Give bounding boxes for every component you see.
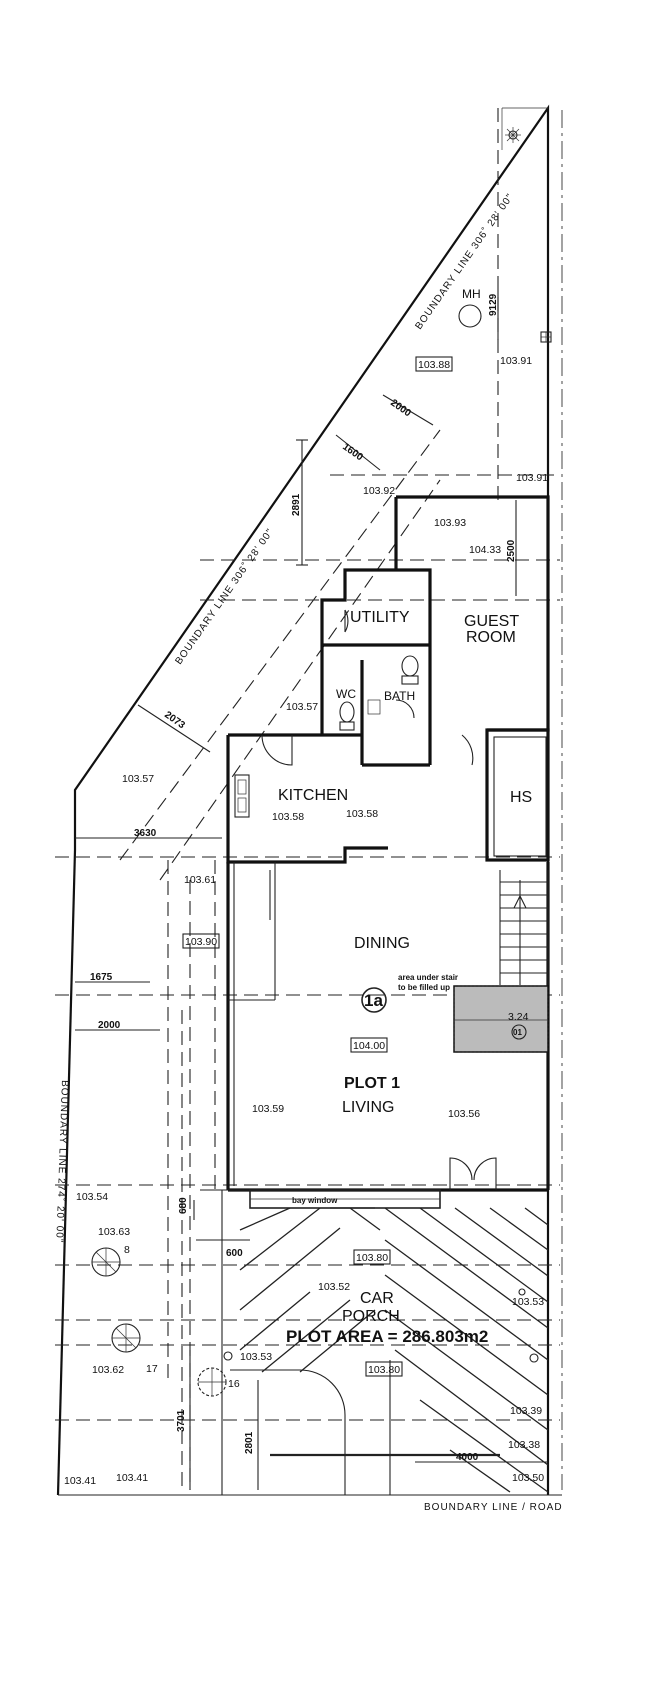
tree-mark: 17 xyxy=(146,1363,158,1375)
hs-label: HS xyxy=(510,789,532,806)
spot-level: 103.93 xyxy=(434,517,466,529)
stair-note-line1: area under stair xyxy=(398,973,458,982)
car-porch-hatching xyxy=(239,1207,549,1493)
spot-level: 103.63 xyxy=(98,1226,130,1238)
tree-icon xyxy=(197,1367,227,1397)
setback-lines xyxy=(55,108,560,1490)
spot-level: 103.58 xyxy=(272,811,304,823)
trees xyxy=(91,1247,539,1397)
kitchen-label: KITCHEN xyxy=(278,787,348,804)
tree-mark: 16 xyxy=(228,1378,240,1390)
stair-note-line2: to be filled up xyxy=(398,983,450,992)
boxed-level-porch-top: 103.80 xyxy=(356,1252,388,1264)
dimension-label: 3701 xyxy=(176,1409,187,1432)
dimension-label: 3630 xyxy=(134,828,157,839)
spot-level: 103.91 xyxy=(500,355,532,367)
spot-level: 103.50 xyxy=(512,1472,544,1484)
dimension-label: 2000 xyxy=(388,397,413,419)
plot-label: PLOT 1 xyxy=(344,1075,400,1092)
boxed-level-center: 104.00 xyxy=(353,1040,385,1052)
dimension-label: 2000 xyxy=(98,1020,121,1031)
dimension-label: 1675 xyxy=(90,972,113,983)
bay-window-label: bay window xyxy=(292,1196,338,1205)
dimension-label: 2801 xyxy=(244,1431,255,1454)
boundary-line-west: BOUNDARY LINE 274˚ 20' 00" xyxy=(53,1080,71,1244)
spot-level: 103.38 xyxy=(508,1439,540,1451)
spot-level: 103.39 xyxy=(510,1405,542,1417)
dimension-lines xyxy=(75,290,548,1490)
guest-room-label: GUEST xyxy=(464,613,519,630)
spot-level: 103.92 xyxy=(363,485,395,497)
north-star-icon xyxy=(505,127,521,143)
boxed-level-left: 103.90 xyxy=(185,936,217,948)
dimension-labels: 9129 2000 1600 2891 2500 2073 3630 1675 … xyxy=(90,293,517,1463)
spot-level: 103.59 xyxy=(252,1103,284,1115)
living-label: LIVING xyxy=(342,1099,394,1116)
dining-label: DINING xyxy=(354,935,410,952)
boxed-level-porch-bottom: 103.80 xyxy=(368,1364,400,1376)
spot-level: 103.41 xyxy=(116,1472,148,1484)
boxed-levels: 103.88 103.90 104.00 103.80 103.80 xyxy=(182,356,453,1377)
guest-room-label-2: ROOM xyxy=(466,629,516,646)
dimension-label: 9129 xyxy=(488,293,499,316)
boundary-line-north-east: BOUNDARY LINE 306˚ 28' 00" xyxy=(413,191,517,332)
unit-mark-label: 1a xyxy=(364,991,383,1010)
room-labels: UTILITY GUEST ROOM WC BATH KITCHEN HS DI… xyxy=(278,287,532,1325)
dimension-label: 2891 xyxy=(291,493,302,516)
car-porch-label-2: PORCH xyxy=(342,1308,400,1325)
spot-level: 103.61 xyxy=(184,874,216,886)
spot-level: 103.53 xyxy=(240,1351,272,1363)
dimension-label: 680 xyxy=(178,1197,189,1214)
stair-mark: 01 xyxy=(513,1028,522,1037)
dimension-label: 2500 xyxy=(506,539,517,562)
stair-level: 3.24 xyxy=(508,1011,529,1023)
spot-levels: 103.91 103.91 103.92 103.93 104.33 103.5… xyxy=(64,355,548,1487)
spot-level: 103.62 xyxy=(92,1364,124,1376)
spot-level: 103.53 xyxy=(512,1296,544,1308)
wc-label: WC xyxy=(336,687,356,701)
bath-label: BATH xyxy=(384,689,415,703)
tree-icon xyxy=(111,1323,141,1353)
car-porch-label: CAR xyxy=(360,1290,394,1307)
utility-label: UTILITY xyxy=(350,609,410,626)
spot-level: 103.41 xyxy=(64,1475,96,1487)
mh-label: MH xyxy=(462,287,481,301)
boxed-level-top: 103.88 xyxy=(418,359,450,371)
boundary-line-road: BOUNDARY LINE / ROAD xyxy=(424,1502,563,1513)
tree-mark: 8 xyxy=(124,1244,130,1256)
boundary-line-north-west: BOUNDARY LINE 306˚ 28' 00" xyxy=(173,526,277,667)
spot-level: 104.33 xyxy=(469,544,501,556)
tree-icon xyxy=(91,1247,121,1277)
spot-level: 103.57 xyxy=(122,773,154,785)
dimension-label: 2073 xyxy=(162,709,187,731)
unit-marker: 1a xyxy=(361,987,387,1013)
stair xyxy=(453,870,549,1053)
dimension-label: 1600 xyxy=(340,441,365,463)
spot-level: 103.56 xyxy=(448,1108,480,1120)
dimension-label: 4000 xyxy=(456,1452,479,1463)
spot-level: 103.57 xyxy=(286,701,318,713)
dimension-label: 600 xyxy=(226,1248,243,1259)
spot-level: 103.58 xyxy=(346,808,378,820)
spot-level: 103.52 xyxy=(318,1281,350,1293)
plot-area-label: PLOT AREA = 286.803m2 xyxy=(286,1327,488,1346)
spot-level: 103.91 xyxy=(516,472,548,484)
meter-icon xyxy=(540,331,552,343)
building-walls xyxy=(200,495,550,1495)
manhole-icon xyxy=(458,304,482,328)
spot-level: 103.54 xyxy=(76,1191,108,1203)
